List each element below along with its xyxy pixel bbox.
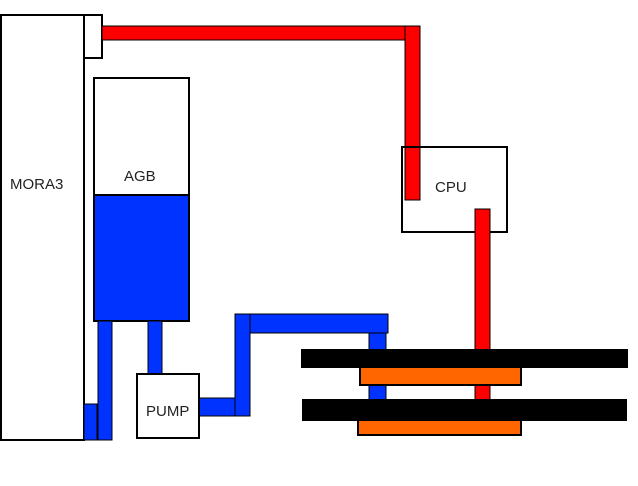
cold-pipe-radiator-outlet xyxy=(83,403,98,441)
cpu-label: CPU xyxy=(435,179,467,196)
cold-pipe-radiator-to-reservoir xyxy=(97,320,113,441)
hot-pipe-radiator-top xyxy=(101,25,421,41)
gpu-board-1 xyxy=(301,349,628,368)
cpu-block xyxy=(401,146,508,233)
pump-label: PUMP xyxy=(146,403,189,420)
cold-pipe-pump-riser xyxy=(234,313,251,417)
gpu-block-1 xyxy=(359,366,522,386)
pump xyxy=(136,373,200,439)
mora3-radiator xyxy=(0,14,85,441)
gpu-block-2 xyxy=(357,419,522,436)
radiator-inlet-connector xyxy=(83,14,103,59)
gpu-board-2 xyxy=(302,399,627,421)
radiator-label: MORA3 xyxy=(10,176,63,193)
cold-pipe-reservoir-to-pump xyxy=(147,320,163,375)
cold-pipe-to-gpu-horizontal xyxy=(249,313,389,334)
reservoir-label: AGB xyxy=(124,168,156,185)
hot-pipe-to-radiator-vertical xyxy=(404,25,421,201)
reservoir-fluid xyxy=(93,194,190,322)
